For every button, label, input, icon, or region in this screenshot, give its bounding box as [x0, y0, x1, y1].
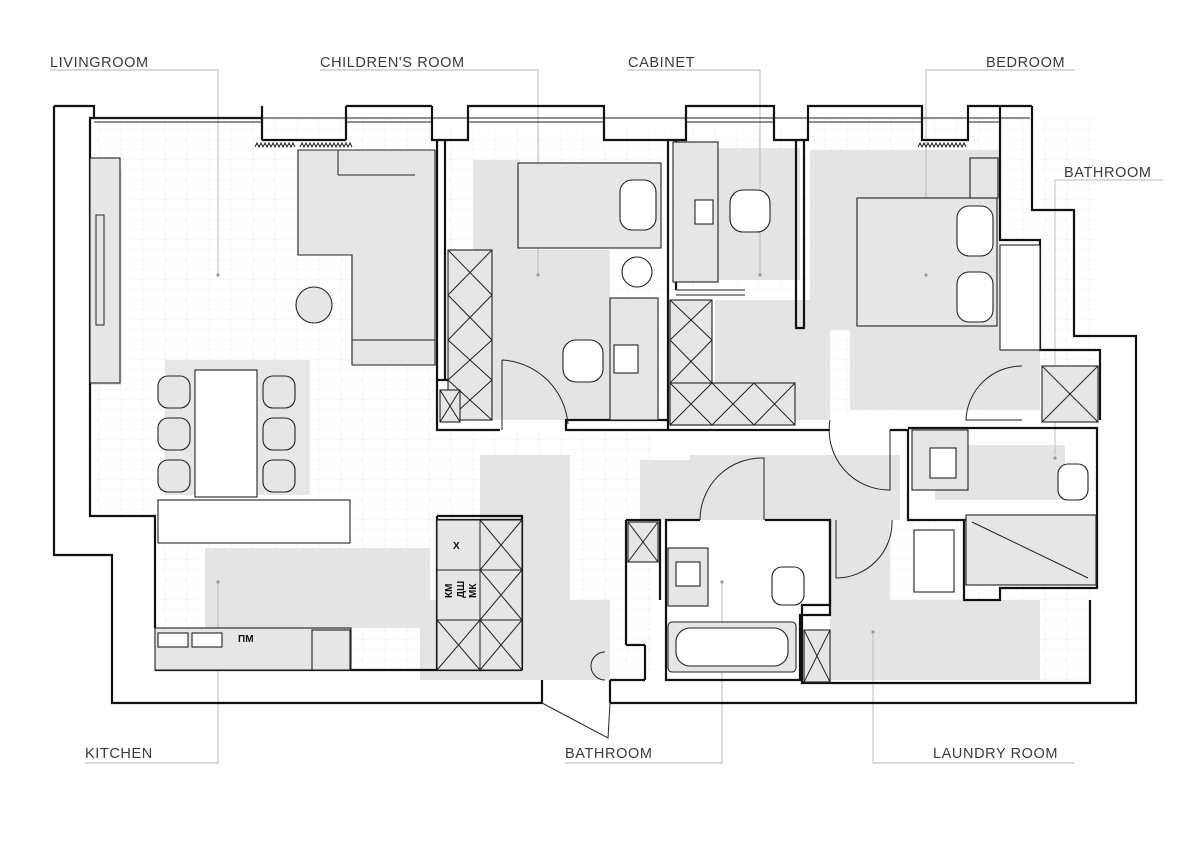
mark-mk: МК	[468, 583, 479, 598]
mark-pm: ПМ	[238, 634, 254, 645]
label-bathroom-right: BATHROOM	[1064, 165, 1152, 181]
bathtub-laundry	[913, 529, 955, 593]
nightstand	[969, 157, 999, 199]
label-childrens-room: CHILDREN'S ROOM	[320, 55, 465, 71]
label-laundry-room: LAUNDRY ROOM	[933, 746, 1058, 762]
chair-cabinet	[729, 189, 771, 233]
toilet-bottom	[771, 566, 805, 606]
mark-dsh: ДШ	[456, 581, 467, 598]
cabinet-furniture	[669, 141, 796, 426]
bathroom-bottom-fixtures	[627, 521, 831, 683]
exterior-walls	[52, 104, 1138, 705]
round-stool	[621, 256, 653, 288]
toilet-right	[1057, 463, 1089, 501]
bedroom-furniture	[856, 141, 1099, 423]
label-bedroom: BEDROOM	[986, 55, 1065, 71]
label-kitchen: KITCHEN	[85, 746, 153, 762]
doors	[501, 289, 1023, 739]
mark-fridge: Х	[453, 541, 460, 552]
living-room-furniture	[89, 141, 436, 544]
childrens-room-furniture	[439, 162, 662, 423]
dining-table	[194, 369, 258, 498]
label-bathroom-bottom: BATHROOM	[565, 746, 653, 762]
kitchen-island	[157, 499, 351, 544]
sofa	[297, 149, 436, 366]
chair-child	[562, 339, 604, 383]
bathroom-right-fixtures	[911, 429, 1097, 593]
coffee-table	[295, 286, 333, 324]
bedroom-wardrobe	[999, 244, 1041, 351]
mark-km: КМ	[444, 584, 455, 598]
dining-chairs	[157, 375, 296, 493]
radiator-left	[254, 141, 353, 149]
label-livingroom: LIVINGROOM	[50, 55, 149, 71]
kitchen-furniture	[154, 519, 523, 671]
tv-unit	[89, 157, 121, 384]
room-center-dots	[216, 273, 1057, 634]
label-cabinet: CABINET	[628, 55, 695, 71]
